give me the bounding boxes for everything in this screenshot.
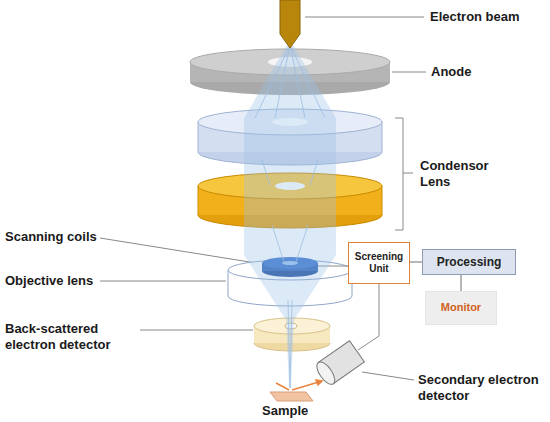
part-label: Sample xyxy=(262,403,332,419)
node-text: Screening Unit xyxy=(352,251,406,275)
node-text: Monitor xyxy=(441,301,481,314)
monitor-box: Monitor xyxy=(425,291,497,325)
node-text: Processing xyxy=(437,255,502,269)
part-label: Scanning coils xyxy=(5,229,115,245)
part-label: Secondary electron detector xyxy=(418,372,546,403)
connector-line xyxy=(461,275,462,291)
screening-unit-box: Screening Unit xyxy=(348,242,410,284)
part-label: Electron beam xyxy=(430,9,545,25)
processing-box: Processing xyxy=(422,249,516,275)
part-label: Anode xyxy=(431,64,531,80)
part-label: Objective lens xyxy=(5,273,115,289)
part-label: Back-scattered electron detector xyxy=(5,321,145,352)
part-label: Condensor Lens xyxy=(420,158,500,189)
connector-line xyxy=(410,262,422,263)
